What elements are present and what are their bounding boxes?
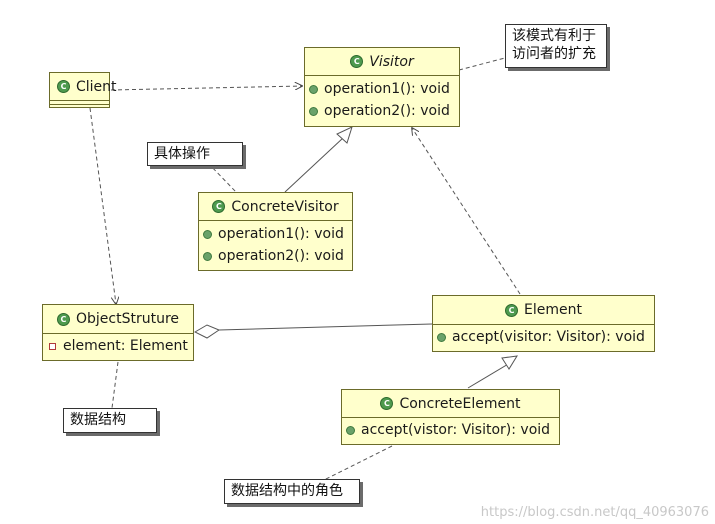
aggregation-diamond	[193, 324, 221, 339]
note-line: 访问者的扩充	[512, 46, 596, 62]
concretevisitor-note-connector	[207, 162, 237, 193]
public-method-icon	[309, 84, 318, 94]
concretevisitor-name: ConcreteVisitor	[231, 198, 339, 215]
visitor-note[interactable]: 该模式有利于 访问者的扩充	[505, 24, 607, 68]
visitor-class[interactable]: C Visitor operation1(): void operation2(…	[304, 47, 460, 127]
client-name: Client	[76, 78, 117, 95]
concreteelement-element-generalization	[467, 362, 511, 389]
note-line: 数据结构	[70, 412, 126, 428]
class-icon: C	[57, 80, 70, 93]
objectstructure-element-aggregation	[218, 323, 433, 331]
concreteelement-note[interactable]: 数据结构中的角色	[224, 479, 360, 504]
public-method-icon	[203, 251, 212, 261]
visitor-method: operation1(): void	[309, 78, 455, 100]
concretevisitor-class[interactable]: C ConcreteVisitor operation1(): void ope…	[198, 192, 353, 271]
watermark: https://blog.csdn.net/qq_40963076	[480, 505, 709, 520]
note-line: 具体操作	[154, 146, 210, 162]
public-method-icon	[346, 425, 355, 435]
objectstructure-field: element: Element	[47, 335, 189, 357]
objectstructure-header: C ObjectStruture	[43, 305, 193, 334]
element-visitor-dependency	[412, 128, 521, 295]
element-header: C Element	[433, 296, 654, 325]
concreteelement-method: accept(vistor: Visitor): void	[346, 419, 555, 441]
visitor-method: operation2(): void	[309, 100, 455, 122]
generalization-triangle-element	[501, 355, 518, 370]
element-class[interactable]: C Element accept(visitor: Visitor): void	[432, 295, 655, 352]
objectstructure-note-connector	[111, 361, 119, 409]
concretevisitor-method: operation2(): void	[203, 245, 348, 267]
concreteelement-class[interactable]: C ConcreteElement accept(vistor: Visitor…	[341, 389, 560, 445]
client-objectstructure-dependency	[89, 107, 116, 304]
class-icon: C	[380, 397, 394, 410]
objectstructure-class[interactable]: C ObjectStruture element: Element	[42, 304, 194, 361]
concreteelement-note-connector	[321, 445, 393, 482]
client-visitor-dependency	[110, 86, 302, 91]
client-header: C Client	[50, 73, 117, 101]
note-line: 数据结构中的角色	[231, 483, 343, 499]
class-icon: C	[56, 312, 70, 326]
element-name: Element	[524, 302, 582, 318]
visitor-note-connector	[458, 57, 506, 71]
class-icon: C	[350, 55, 364, 68]
concreteelement-name: ConcreteElement	[399, 395, 521, 412]
objectstructure-name: ObjectStruture	[75, 311, 180, 327]
public-method-icon	[309, 106, 318, 116]
concreteelement-header: C ConcreteElement	[342, 390, 559, 418]
concretevisitor-header: C ConcreteVisitor	[199, 193, 352, 221]
public-method-icon	[437, 332, 446, 342]
visitor-name: Visitor	[369, 53, 414, 70]
public-method-icon	[203, 229, 212, 239]
concretevisitor-method: operation1(): void	[203, 223, 348, 245]
generalization-triangle-visitor	[336, 126, 353, 144]
concretevisitor-visitor-generalization	[284, 137, 344, 193]
objectstructure-note[interactable]: 数据结构	[63, 408, 157, 433]
concretevisitor-note[interactable]: 具体操作	[147, 142, 243, 166]
private-field-icon	[49, 342, 56, 350]
element-method: accept(visitor: Visitor): void	[437, 326, 650, 348]
client-class[interactable]: C Client	[49, 72, 117, 108]
class-icon: C	[212, 200, 226, 213]
note-line: 该模式有利于	[512, 28, 596, 44]
visitor-header: C Visitor	[305, 48, 459, 76]
class-icon: C	[505, 303, 519, 317]
